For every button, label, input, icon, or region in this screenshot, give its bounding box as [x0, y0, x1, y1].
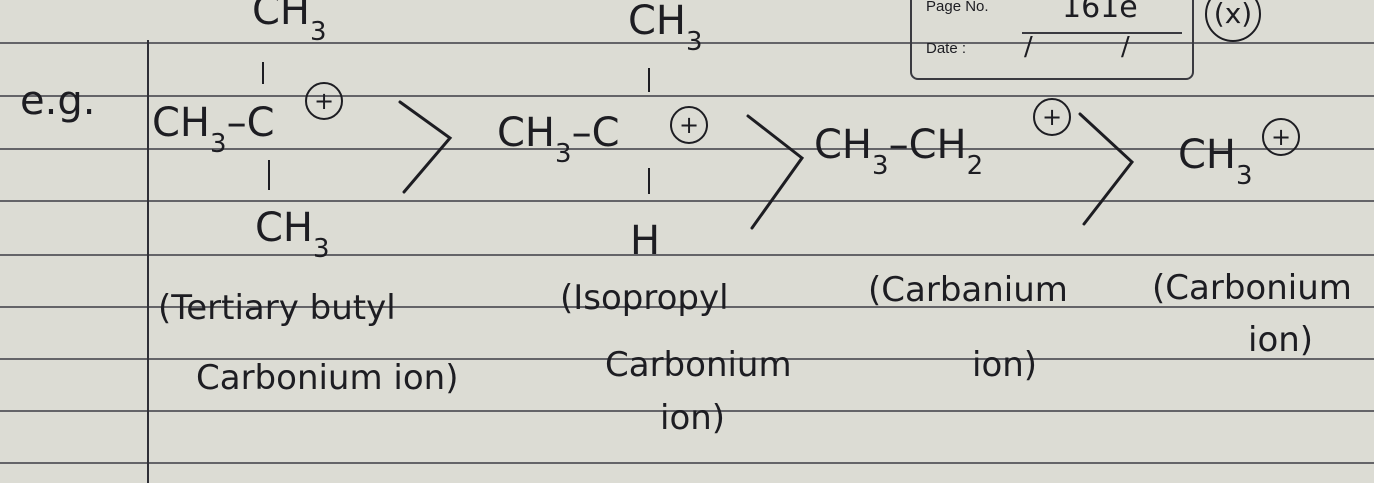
positive-charge: + [305, 82, 343, 120]
page-no-label: Page No. [926, 0, 989, 15]
caption-line: (Carbanium [868, 270, 1068, 310]
ruled-line [0, 148, 1374, 150]
page-date-box: Page No. 161e Date : / / [910, 0, 1194, 80]
greater-than-symbol [1078, 112, 1135, 226]
ruled-line [0, 95, 1374, 97]
caption-line: (Carbonium [1152, 268, 1352, 308]
ruled-line [0, 410, 1374, 412]
caption-line: (Tertiary butyl [158, 288, 396, 328]
cross-mark: (x) [1205, 0, 1261, 42]
top-methyl: CH3 [628, 0, 703, 57]
ruled-line [0, 306, 1374, 308]
greater-than-symbol [398, 100, 453, 194]
bottom-hydrogen: H [630, 218, 661, 264]
ruled-line [0, 358, 1374, 360]
bottom-methyl: CH3 [255, 205, 330, 264]
main-chain: CH3–CH2 [814, 122, 984, 181]
caption-line: ion) [660, 398, 726, 438]
page-no-line [1022, 32, 1182, 34]
ruled-line [0, 42, 1374, 44]
bond-down [268, 160, 270, 190]
main-chain: CH3–C [497, 110, 620, 169]
main-chain: CH3–C [152, 100, 275, 159]
bond-down [648, 168, 650, 194]
positive-charge: + [670, 106, 708, 144]
greater-than-symbol [746, 114, 805, 230]
bond-up [262, 62, 264, 84]
page-no-value: 161e [1062, 0, 1138, 25]
margin-line [147, 40, 149, 483]
date-value: / / [1024, 32, 1170, 62]
ruled-line [0, 462, 1374, 464]
caption-line: Carbonium ion) [196, 358, 459, 398]
main-chain: CH3 [1178, 132, 1253, 191]
top-methyl: CH3 [252, 0, 327, 47]
example-label: e.g. [20, 78, 96, 124]
ruled-line [0, 254, 1374, 256]
caption-line: (Isopropyl [560, 278, 729, 318]
ruled-line [0, 200, 1374, 202]
positive-charge: + [1033, 98, 1071, 136]
caption-line: ion) [1248, 320, 1314, 360]
caption-line: ion) [972, 345, 1038, 385]
bond-up [648, 68, 650, 92]
caption-line: Carbonium [605, 345, 792, 385]
positive-charge: + [1262, 118, 1300, 156]
date-label: Date : [926, 40, 967, 57]
